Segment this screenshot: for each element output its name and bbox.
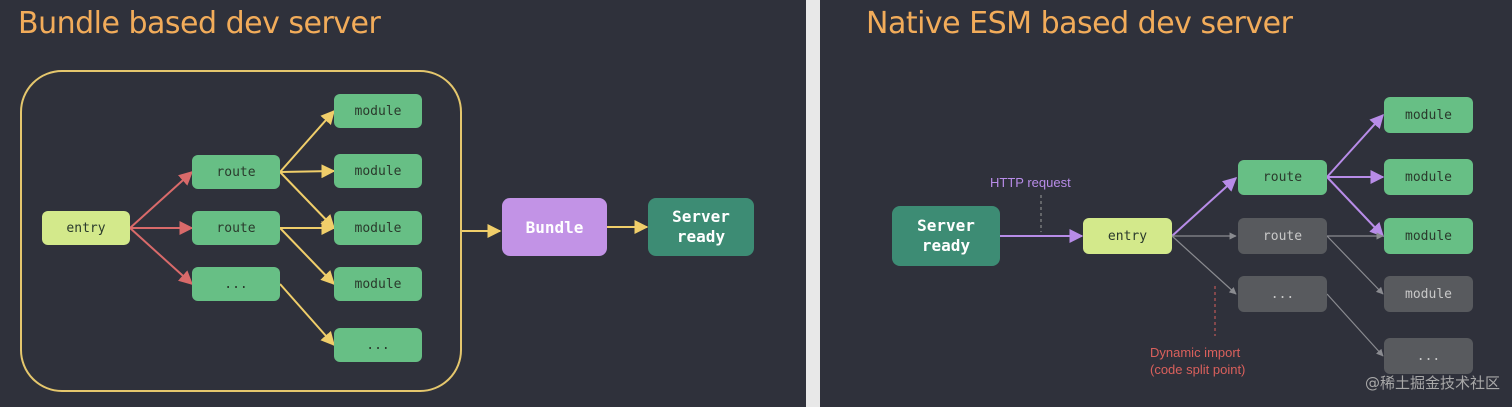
bundle-dev-server-panel: Bundle based dev server entry route rout…: [0, 0, 806, 407]
module-node: ...: [334, 328, 422, 362]
route-node-inactive: ...: [1238, 276, 1327, 312]
module-node: module: [1384, 218, 1473, 254]
dynamic-import-label: Dynamic import (code split point): [1150, 345, 1246, 377]
watermark: @稀土掘金技术社区: [1364, 374, 1500, 392]
bundle-panel-title: Bundle based dev server: [18, 6, 381, 41]
route-node-inactive: route: [1238, 218, 1327, 254]
bundle-arrows: [129, 109, 649, 347]
module-node: module: [334, 211, 422, 245]
module-node: module: [334, 94, 422, 128]
esm-dev-server-panel: Native ESM based dev server Server ready…: [820, 0, 1512, 407]
module-node: module: [1384, 97, 1473, 133]
bundle-boundary: [20, 70, 462, 392]
entry-node: entry: [1083, 218, 1172, 254]
route-node: route: [192, 155, 280, 189]
route-node: ...: [192, 267, 280, 301]
module-node: module: [334, 154, 422, 188]
server-ready-node: Server ready: [892, 206, 1000, 266]
esm-arrows: [1000, 113, 1385, 357]
module-node: module: [1384, 159, 1473, 195]
server-ready-node: Server ready: [648, 198, 754, 256]
route-node: route: [1238, 160, 1327, 195]
http-request-label: HTTP request: [990, 175, 1071, 190]
module-node-inactive: module: [1384, 276, 1473, 312]
entry-node: entry: [42, 211, 130, 245]
bundle-node: Bundle: [502, 198, 607, 256]
module-node-inactive: ...: [1384, 338, 1473, 374]
route-node: route: [192, 211, 280, 245]
esm-panel-title: Native ESM based dev server: [866, 6, 1293, 41]
module-node: module: [334, 267, 422, 301]
